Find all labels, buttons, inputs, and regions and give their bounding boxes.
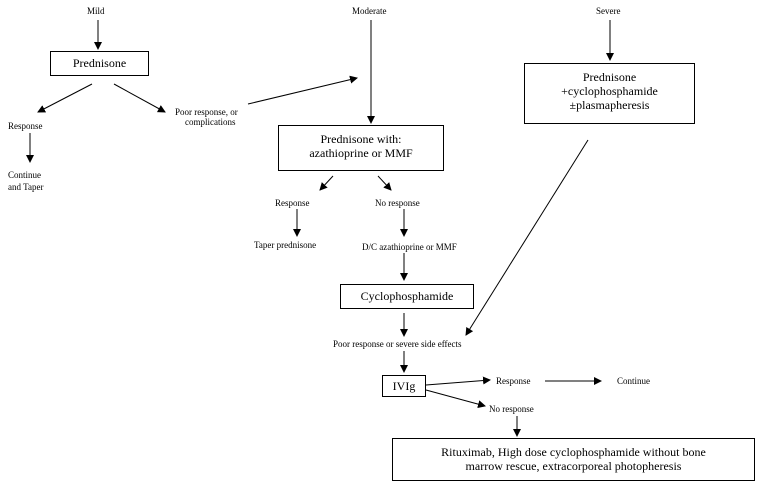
poor-response-line1: Poor response, or	[175, 107, 238, 117]
arrow-regimen-poor	[465, 139, 589, 336]
rituximab-line2: marrow rescue, extracorporeal photophere…	[465, 459, 682, 473]
box-prednisone: Prednisone	[50, 51, 149, 76]
label-dc-azathioprine: D/C azathioprine or MMF	[362, 242, 457, 252]
label-continue-taper: Continue and Taper	[8, 169, 43, 193]
label-taper-prednisone: Taper prednisone	[254, 240, 317, 250]
severe-regimen-line1: Prednisone	[582, 70, 637, 84]
rituximab-line1: Rituximab, High dose cyclophosphamide wi…	[441, 445, 706, 459]
poor-response-line2: complications	[185, 117, 236, 127]
label-poor-response-side-effects: Poor response or severe side effects	[333, 339, 462, 349]
prednisone-with-line1: Prednisone with:	[320, 132, 402, 146]
arrow-ivig-noresponse	[425, 389, 486, 409]
arrow-prednisone-response	[37, 83, 93, 113]
prednisone-with-line2: azathioprine or MMF	[309, 146, 413, 160]
arrow-ivig-response	[425, 376, 491, 386]
label-no-response-moderate: No response	[375, 198, 420, 208]
label-severe: Severe	[596, 6, 621, 16]
box-cyclophosphamide: Cyclophosphamide	[340, 284, 474, 309]
continue-taper-line1: Continue	[8, 170, 41, 180]
label-response-moderate: Response	[275, 198, 310, 208]
arrow-prednisone-poor	[113, 83, 166, 113]
box-ivig: IVIg	[382, 375, 426, 397]
arrow-with-response	[319, 175, 334, 191]
label-response-mild: Response	[8, 121, 43, 131]
arrow-with-noresponse	[377, 175, 392, 191]
box-prednisone-with: Prednisone with: azathioprine or MMF	[278, 125, 444, 171]
box-severe-regimen: Prednisone +cyclophosphamide ±plasmapher…	[524, 63, 695, 124]
severe-regimen-line2: +cyclophosphamide	[561, 84, 658, 98]
severe-regimen-line3: ±plasmapheresis	[569, 98, 650, 112]
label-poor-response: Poor response, or complications	[175, 107, 238, 127]
box-rituximab: Rituximab, High dose cyclophosphamide wi…	[392, 438, 755, 481]
label-mild: Mild	[87, 6, 105, 16]
label-continue: Continue	[617, 376, 650, 386]
continue-taper-line2: and Taper	[8, 182, 44, 192]
label-response-ivig: Response	[496, 376, 531, 386]
label-moderate: Moderate	[352, 6, 387, 16]
arrow-poor-moderate	[247, 75, 358, 105]
label-no-response-ivig: No response	[489, 404, 534, 414]
